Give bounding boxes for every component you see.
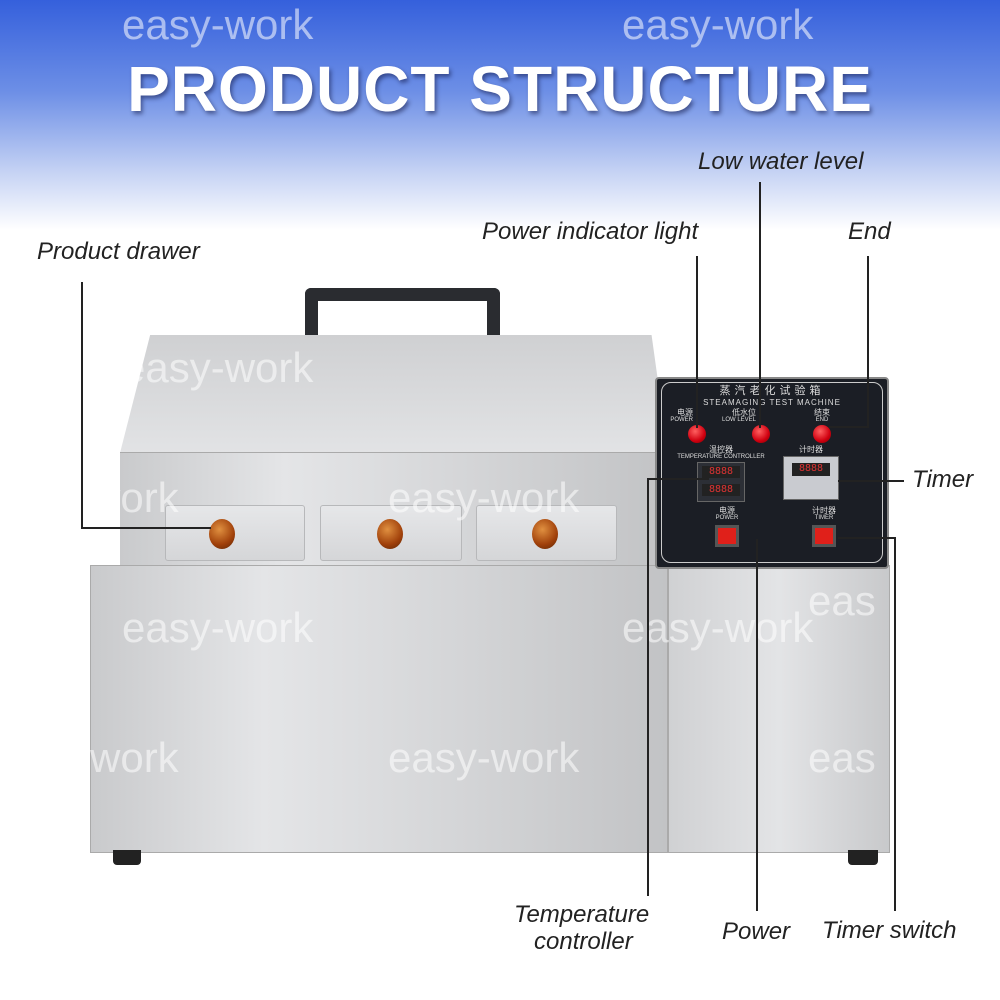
timer[interactable]: 8888 [783, 456, 839, 500]
power-switch-label-en: POWER [715, 515, 739, 521]
temp-controller-label-cn: 温控器 [709, 445, 733, 454]
callout-line [838, 537, 896, 539]
foot [848, 850, 878, 865]
watermark: easy-work [122, 344, 314, 391]
low-water-lamp [752, 425, 770, 443]
callout-line [829, 426, 869, 428]
label-temperature-controller: Temperature [514, 901, 650, 928]
low-level-label-cn: 低水位 [732, 408, 756, 417]
label-timer: Timer [912, 466, 974, 493]
temp-display-pv: 8888 [702, 466, 740, 478]
watermark: easy-work [622, 1, 814, 48]
carry-handle [305, 288, 500, 343]
watermark: easy-work [622, 604, 814, 651]
callout-line [81, 282, 83, 528]
timer-switch-label-cn: 计时器 [812, 506, 836, 515]
panel-title-cn: 蒸汽老化试验箱 [719, 385, 825, 397]
watermark: work [90, 734, 179, 781]
foot [113, 850, 141, 865]
callout-line [894, 537, 896, 911]
power-light-label-cn: 电源 [677, 408, 693, 417]
label-product-drawer: Product drawer [37, 238, 200, 265]
callout-line [81, 527, 211, 529]
label-temperature-controller-line2: controller [534, 928, 633, 955]
power-indicator-lamp [688, 425, 706, 443]
temp-controller-label-en: TEMPERATURE CONTROLLER [677, 454, 765, 460]
drawer-knob [377, 519, 403, 549]
watermark: eas [808, 577, 876, 624]
label-timer-switch: Timer switch [822, 917, 957, 944]
callout-line [867, 256, 869, 428]
watermark: easy-work [122, 1, 314, 48]
temp-display-sv: 8888 [702, 484, 740, 496]
watermark: easy-work [388, 734, 580, 781]
temperature-controller[interactable]: 8888 8888 [697, 462, 745, 502]
product-drawer-1 [165, 505, 305, 561]
callout-line [756, 539, 758, 911]
callout-line [696, 256, 698, 428]
label-power-indicator-light: Power indicator light [482, 218, 699, 245]
control-cabinet [668, 565, 890, 853]
label-power: Power [722, 918, 791, 945]
drawer-knob [532, 519, 558, 549]
machine-body [90, 565, 668, 853]
label-low-water-level: Low water level [698, 148, 864, 175]
timer-switch-label-en: TIMER [814, 515, 834, 521]
watermark: work [90, 474, 179, 521]
low-level-label-en: LOW LEVEL [721, 417, 756, 423]
end-label-en: END [815, 417, 829, 423]
power-switch-label-cn: 电源 [719, 506, 735, 515]
callout-line [647, 478, 649, 896]
panel-title-en: STEAMAGING TEST MACHINE [703, 398, 841, 407]
timer-display: 8888 [792, 463, 830, 476]
callout-line [647, 478, 709, 480]
end-lamp [813, 425, 831, 443]
watermark: easy-work [122, 604, 314, 651]
label-end: End [848, 218, 891, 245]
power-switch[interactable] [715, 525, 739, 547]
watermark: eas [808, 734, 876, 781]
watermark: easy-work [388, 474, 580, 521]
header-background [0, 0, 1000, 230]
end-label-cn: 结束 [814, 408, 830, 417]
callout-line [759, 182, 761, 428]
timer-switch[interactable] [812, 525, 836, 547]
control-panel: 蒸汽老化试验箱 STEAMAGING TEST MACHINE 电源 POWER… [655, 377, 889, 569]
drawer-knob [209, 519, 235, 549]
lid-top [120, 335, 668, 453]
page-title: PRODUCT STRUCTURE [127, 53, 873, 125]
callout-line [838, 480, 904, 482]
power-light-label-en: POWER [670, 417, 693, 423]
timer-label-cn: 计时器 [799, 445, 823, 454]
